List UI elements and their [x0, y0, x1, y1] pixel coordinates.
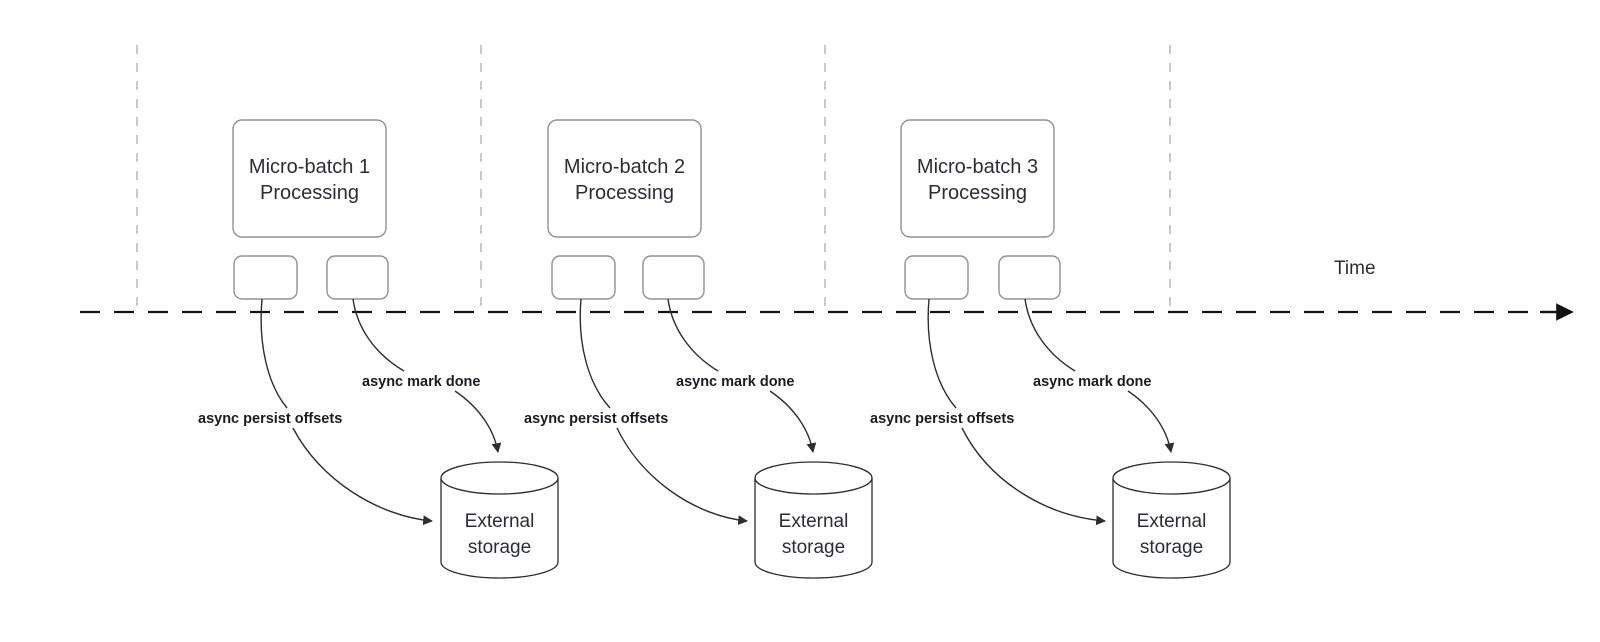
storage-cylinder-1[interactable]: [440, 478, 559, 579]
process-box-2-label-line1: Micro-batch 2: [564, 156, 685, 178]
process-box-2[interactable]: [547, 119, 702, 238]
group-1: Micro-batch 1 Processing async persist o…: [198, 119, 559, 579]
edge-persist-offsets-1: [260, 298, 288, 409]
edge-label-mark-done-1: async mark done: [362, 374, 480, 390]
edge-mark-done-2: [667, 298, 719, 372]
process-box-1-label-line2: Processing: [260, 182, 359, 204]
edge-persist-offsets-3: [927, 298, 957, 409]
storage-cylinder-3-top: [1112, 461, 1231, 495]
task-box-1a[interactable]: [233, 255, 298, 300]
edge-mark-done-1: [352, 298, 405, 372]
edge-mark-done-3: [1024, 298, 1076, 372]
time-axis: Time: [80, 258, 1574, 321]
process-box-3-label-line2: Processing: [928, 182, 1027, 204]
group-3: Micro-batch 3 Processing async persist o…: [870, 119, 1231, 579]
storage-cylinder-2[interactable]: [754, 478, 873, 579]
timeline-ticks: [136, 45, 1171, 312]
edge-persist-offsets-2: [579, 298, 611, 409]
process-box-3-label-line1: Micro-batch 3: [917, 156, 1038, 178]
process-box-1-label-line1: Micro-batch 1: [249, 156, 370, 178]
storage-cylinder-2-label-line2: storage: [782, 537, 845, 558]
edge-label-mark-done-2: async mark done: [676, 374, 794, 390]
storage-cylinder-2-top: [754, 461, 873, 495]
edge-persist-offsets-2-tail: [616, 427, 748, 526]
edge-persist-offsets-3-tail: [961, 427, 1106, 526]
task-box-3a[interactable]: [904, 255, 969, 300]
edge-label-persist-offsets-3: async persist offsets: [870, 411, 1014, 427]
task-box-3b[interactable]: [998, 255, 1061, 300]
storage-cylinder-3-label-line2: storage: [1140, 537, 1203, 558]
storage-cylinder-1-top: [440, 461, 559, 495]
time-axis-label: Time: [1334, 258, 1376, 279]
storage-cylinder-3[interactable]: [1112, 478, 1231, 579]
edge-label-mark-done-3: async mark done: [1033, 374, 1151, 390]
task-box-1b[interactable]: [326, 255, 389, 300]
task-box-2a[interactable]: [551, 255, 616, 300]
group-2: Micro-batch 2 Processing async persist o…: [524, 119, 873, 579]
edge-label-persist-offsets-1: async persist offsets: [198, 411, 342, 427]
process-box-3[interactable]: [900, 119, 1055, 238]
process-box-1[interactable]: [232, 119, 387, 238]
task-box-2b[interactable]: [642, 255, 705, 300]
edge-mark-done-3-tail: [1127, 390, 1175, 453]
storage-cylinder-3-label-line1: External: [1137, 511, 1207, 532]
edge-mark-done-2-tail: [769, 390, 817, 453]
storage-cylinder-2-label-line1: External: [779, 511, 849, 532]
edge-persist-offsets-1-tail: [292, 427, 433, 526]
storage-cylinder-1-label-line2: storage: [468, 537, 531, 558]
process-box-2-label-line2: Processing: [575, 182, 674, 204]
edge-label-persist-offsets-2: async persist offsets: [524, 411, 668, 427]
edge-mark-done-1-tail: [454, 390, 502, 453]
storage-cylinder-1-label-line1: External: [465, 511, 535, 532]
